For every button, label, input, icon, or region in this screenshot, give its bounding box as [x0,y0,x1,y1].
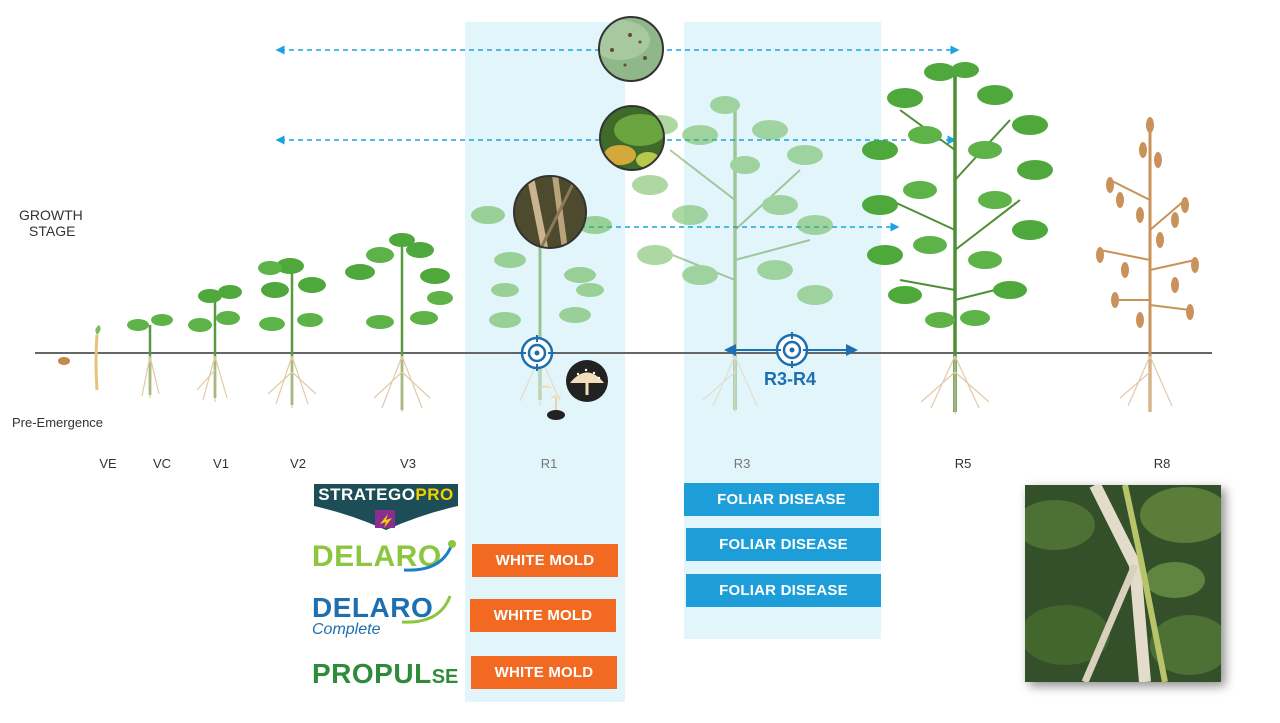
propulse-logo: PROPULSE [312,658,458,690]
growth-stage-label-line1: GROWTH [19,207,83,223]
white-mold-photo [1025,485,1221,682]
pre-emergence-label: Pre-Emergence [12,415,104,430]
delaro-complete-sub-text: Complete [312,621,381,638]
stage-label-r5: R5 [954,456,972,471]
stage-label-r8: R8 [1153,456,1171,471]
delaro-swoosh-icon [403,540,456,572]
plant-r8 [1096,117,1199,412]
delaro-complete-swoosh-icon [401,595,452,624]
stage-label-vc: VC [152,456,172,471]
stage-label-ve: VE [99,456,117,471]
disease-photo-circle-3 [513,175,587,249]
foliar-disease-tag-stratego: FOLIAR DISEASE [684,483,879,516]
foliar-disease-tag-delaro-complete: FOLIAR DISEASE [686,574,881,607]
mushroom-icon [540,360,608,420]
plant-v3 [345,233,453,412]
propulse-text: PROPUL [312,658,432,689]
stage-label-r3: R3 [733,456,751,471]
r3-r4-window-label: R3-R4 [764,369,817,389]
plant-ve [58,325,101,391]
plant-r3 [632,96,833,412]
delaro-logo: DELARO [312,540,456,574]
plant-v2 [258,258,326,408]
white-mold-tag-propulse: WHITE MOLD [471,656,617,689]
delaro-complete-text: DELARO [312,592,434,623]
target-icon-r3 [774,332,810,368]
white-mold-tag-delaro: WHITE MOLD [472,544,618,577]
stratego-text: STRATEGO [318,485,416,504]
white-mold-tag-delaro-complete: WHITE MOLD [470,599,616,632]
stratego-pro-text: PRO [415,485,454,504]
target-icon-r1 [519,335,555,371]
stage-label-r1: R1 [540,456,558,471]
plant-r5 [862,62,1053,414]
plant-vc [127,314,173,398]
stage-label-v1: V1 [213,456,229,471]
growth-stage-label-line2: STAGE [29,223,76,239]
delaro-complete-logo: DELARO Complete [312,592,452,639]
disease-photo-circle-2 [599,105,665,171]
plant-v1 [188,285,242,402]
propulse-se-text: SE [431,666,459,688]
stage-label-v3: V3 [400,456,416,471]
delaro-text: DELARO [312,540,442,573]
stage-label-v2: V2 [290,456,306,471]
stratego-pro-logo: STRATEGOPRO [312,482,460,532]
disease-photo-circle-1 [598,16,664,82]
foliar-disease-tag-delaro: FOLIAR DISEASE [686,528,881,561]
